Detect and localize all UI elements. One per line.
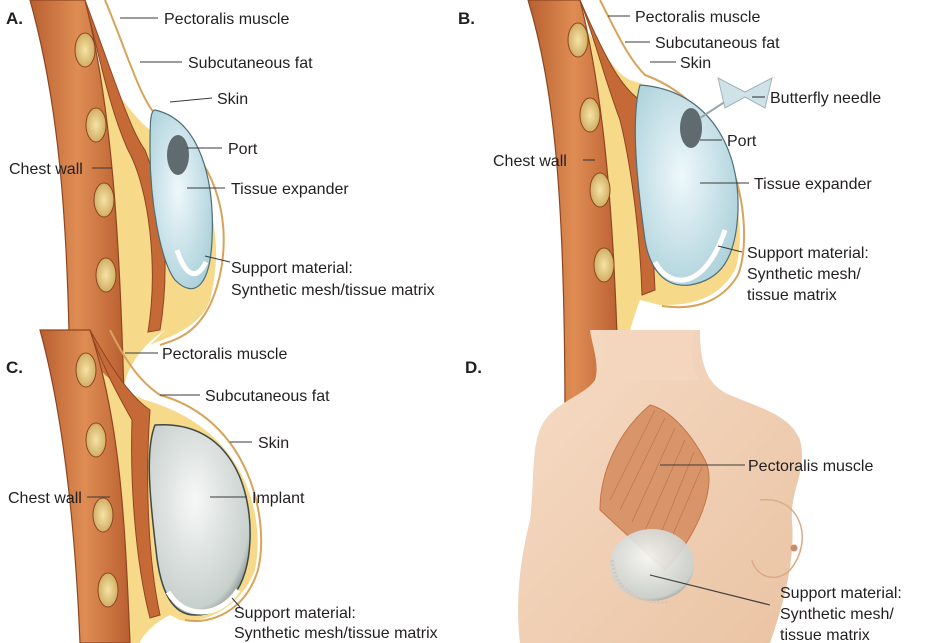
port-b xyxy=(680,108,702,148)
nipple-d xyxy=(791,545,798,552)
label-support-b-2: Synthetic mesh/ xyxy=(747,266,861,283)
label-skin-c: Skin xyxy=(258,435,289,452)
panel-c: C. Pectoralis muscle Subcutaneous fat Sk… xyxy=(6,330,438,643)
label-skin-a: Skin xyxy=(217,91,248,108)
label-support-a-2: Synthetic mesh/tissue matrix xyxy=(231,282,435,299)
label-chest-wall-b: Chest wall xyxy=(493,153,567,170)
label-support-b-1: Support material: xyxy=(747,245,869,262)
label-support-d-1: Support material: xyxy=(780,585,902,602)
port-a xyxy=(167,135,189,175)
butterfly-needle xyxy=(700,78,772,118)
label-device-b: Tissue expander xyxy=(754,176,872,193)
label-needle-b: Butterfly needle xyxy=(770,90,881,107)
label-chest-wall-a: Chest wall xyxy=(9,161,83,178)
panel-d: D. Pectoralis muscle Support material: S… xyxy=(465,330,902,643)
label-support-c-2: Synthetic mesh/tissue matrix xyxy=(234,625,438,642)
label-support-a-1: Support material: xyxy=(231,260,353,277)
label-device-c: Implant xyxy=(252,490,305,507)
label-pectoralis-a: Pectoralis muscle xyxy=(164,11,289,28)
label-support-c-1: Support material: xyxy=(234,605,356,622)
label-chest-wall-c: Chest wall xyxy=(8,490,82,507)
label-support-b-3: tissue matrix xyxy=(747,287,837,304)
label-port-a: Port xyxy=(228,141,258,158)
panel-c-anatomy xyxy=(40,330,261,643)
implant-c xyxy=(149,425,250,615)
label-pectoralis-b: Pectoralis muscle xyxy=(635,9,760,26)
panel-c-letter: C. xyxy=(6,358,23,377)
label-skin-b: Skin xyxy=(680,55,711,72)
label-support-d-2: Synthetic mesh/ xyxy=(780,606,894,623)
label-fat-b: Subcutaneous fat xyxy=(655,35,780,52)
panel-a-letter: A. xyxy=(6,9,23,28)
label-port-b: Port xyxy=(727,133,757,150)
panel-d-letter: D. xyxy=(465,358,482,377)
label-pectoralis-d: Pectoralis muscle xyxy=(748,458,873,475)
panel-d-anatomy xyxy=(518,330,802,643)
label-support-d-3: tissue matrix xyxy=(780,627,870,643)
label-fat-a: Subcutaneous fat xyxy=(188,55,313,72)
neck-d xyxy=(600,330,700,380)
panel-b-letter: B. xyxy=(458,9,475,28)
implant-d xyxy=(610,529,694,601)
label-device-a: Tissue expander xyxy=(231,181,349,198)
butterfly-needle-icon xyxy=(718,78,772,108)
label-fat-c: Subcutaneous fat xyxy=(205,388,330,405)
label-pectoralis-c: Pectoralis muscle xyxy=(162,346,287,363)
